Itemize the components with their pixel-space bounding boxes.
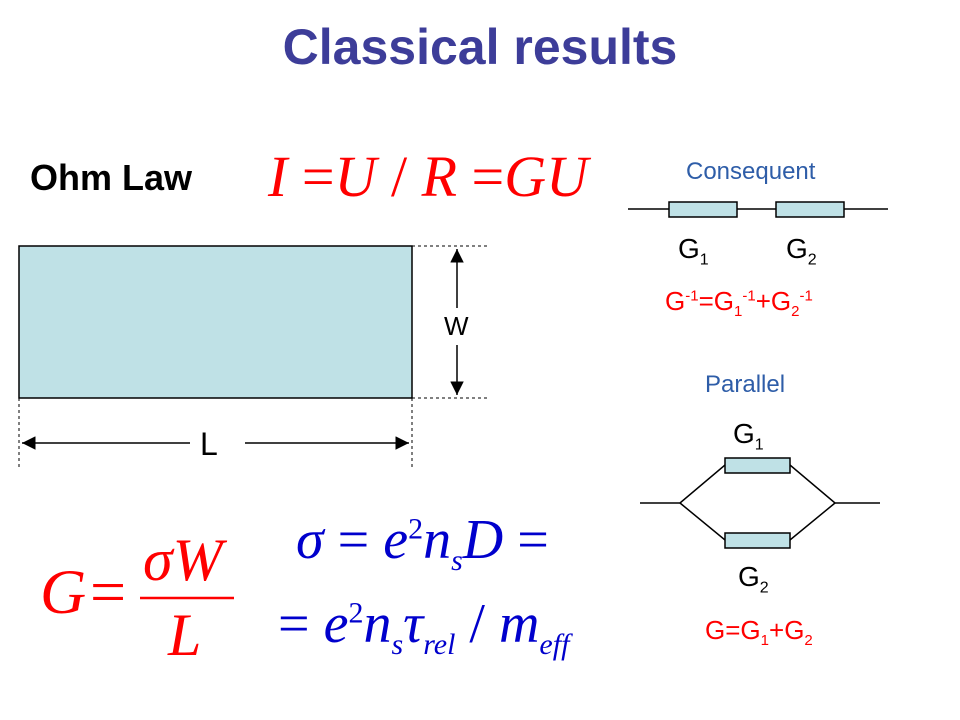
conductance-W: W [172,527,223,593]
conductance-denominator: L [168,602,202,668]
ohm-U2: U [546,144,588,209]
sf2-n: n [363,593,392,655]
ohm-slash: / [390,144,408,209]
sf-eq: = [698,286,714,316]
series-g1-sub: 1 [699,251,709,269]
sf2-slash: / [469,593,485,655]
sf1-n: n [423,509,452,571]
sf1-two: 2 [408,512,424,546]
parallel-g1-base: G [733,418,755,449]
sf1-eq: = [337,509,370,571]
sf-G1: G [713,286,734,316]
page-title: Classical results [282,19,678,75]
parallel-heading: Parallel [705,371,786,398]
series-g1-base: G [678,233,700,264]
sf-G2: G [770,286,792,316]
ohm-law-label: Ohm Law [30,157,193,198]
parallel-g2-base: G [738,561,760,592]
sf-sub2: 2 [791,303,800,321]
width-label: W [444,311,469,341]
series-formula: G-1=G1-1+G2-1 [665,288,813,319]
sf2-rel: rel [423,628,456,662]
sf1-sigma: σ [296,509,324,571]
series-g2-sub: 2 [807,251,817,269]
ohm-I: I [268,144,288,209]
sample-rectangle [18,245,413,399]
sf1-e: e [383,509,409,571]
ohm-G: G [504,144,547,209]
conductance-sigma: σ [143,527,173,593]
sf2-two: 2 [348,596,364,630]
conductance-G: G [40,556,87,627]
parallel-g1-sub: 1 [754,436,764,454]
sf2-e: e [323,593,349,655]
sf2-eff: eff [539,628,570,662]
parallel-resistor-g1 [724,457,791,474]
sf-sub1: 1 [734,303,743,321]
pf-sub1: 1 [760,632,769,650]
sf1-eq-end: = [517,509,549,571]
ohm-eq1: = [301,144,335,209]
sf1-D: D [462,509,504,571]
sf-sup0: -1 [685,287,699,305]
sigma-formula-line2: = e2nsτrel / meff [278,596,569,660]
sf1-s: s [451,544,463,578]
ohm-R: R [421,144,457,209]
ohm-eq2: = [471,144,505,209]
conductance-numerator: σW [143,530,223,590]
parallel-g2-sub: 2 [759,579,769,597]
pf-sub2: 2 [804,632,813,650]
parallel-g2-label: G2 [738,563,769,597]
sf-sup2: -1 [799,287,813,305]
series-g1-label: G1 [678,235,709,269]
sigma-formula-line1: σ = e2nsD = [296,512,549,576]
series-resistor-g1 [668,201,738,218]
length-label: L [200,426,218,462]
series-g2-label: G2 [786,235,817,269]
parallel-formula: G=G1+G2 [705,617,813,648]
ohm-U1: U [334,144,377,209]
ohm-law-formula: I =U / R =GU [268,148,588,206]
series-g2-base: G [786,233,808,264]
series-resistor-g2 [775,201,845,218]
sf-sup1: -1 [742,287,756,305]
sf2-eq: = [278,593,310,655]
pf-plus: + [769,615,785,645]
pf-G: G [705,615,726,645]
sf2-tau: τ [403,593,424,655]
series-heading: Consequent [686,158,816,185]
pf-G1: G [740,615,761,645]
sf2-m: m [498,593,540,655]
parallel-resistor-g2 [724,532,791,549]
sf2-s: s [391,628,404,662]
parallel-g1-label: G1 [733,420,764,454]
pf-eq: = [725,615,741,645]
pf-G2: G [784,615,805,645]
sf-G: G [665,286,686,316]
sf-plus: + [755,286,771,316]
conductance-eq: = [90,556,127,627]
